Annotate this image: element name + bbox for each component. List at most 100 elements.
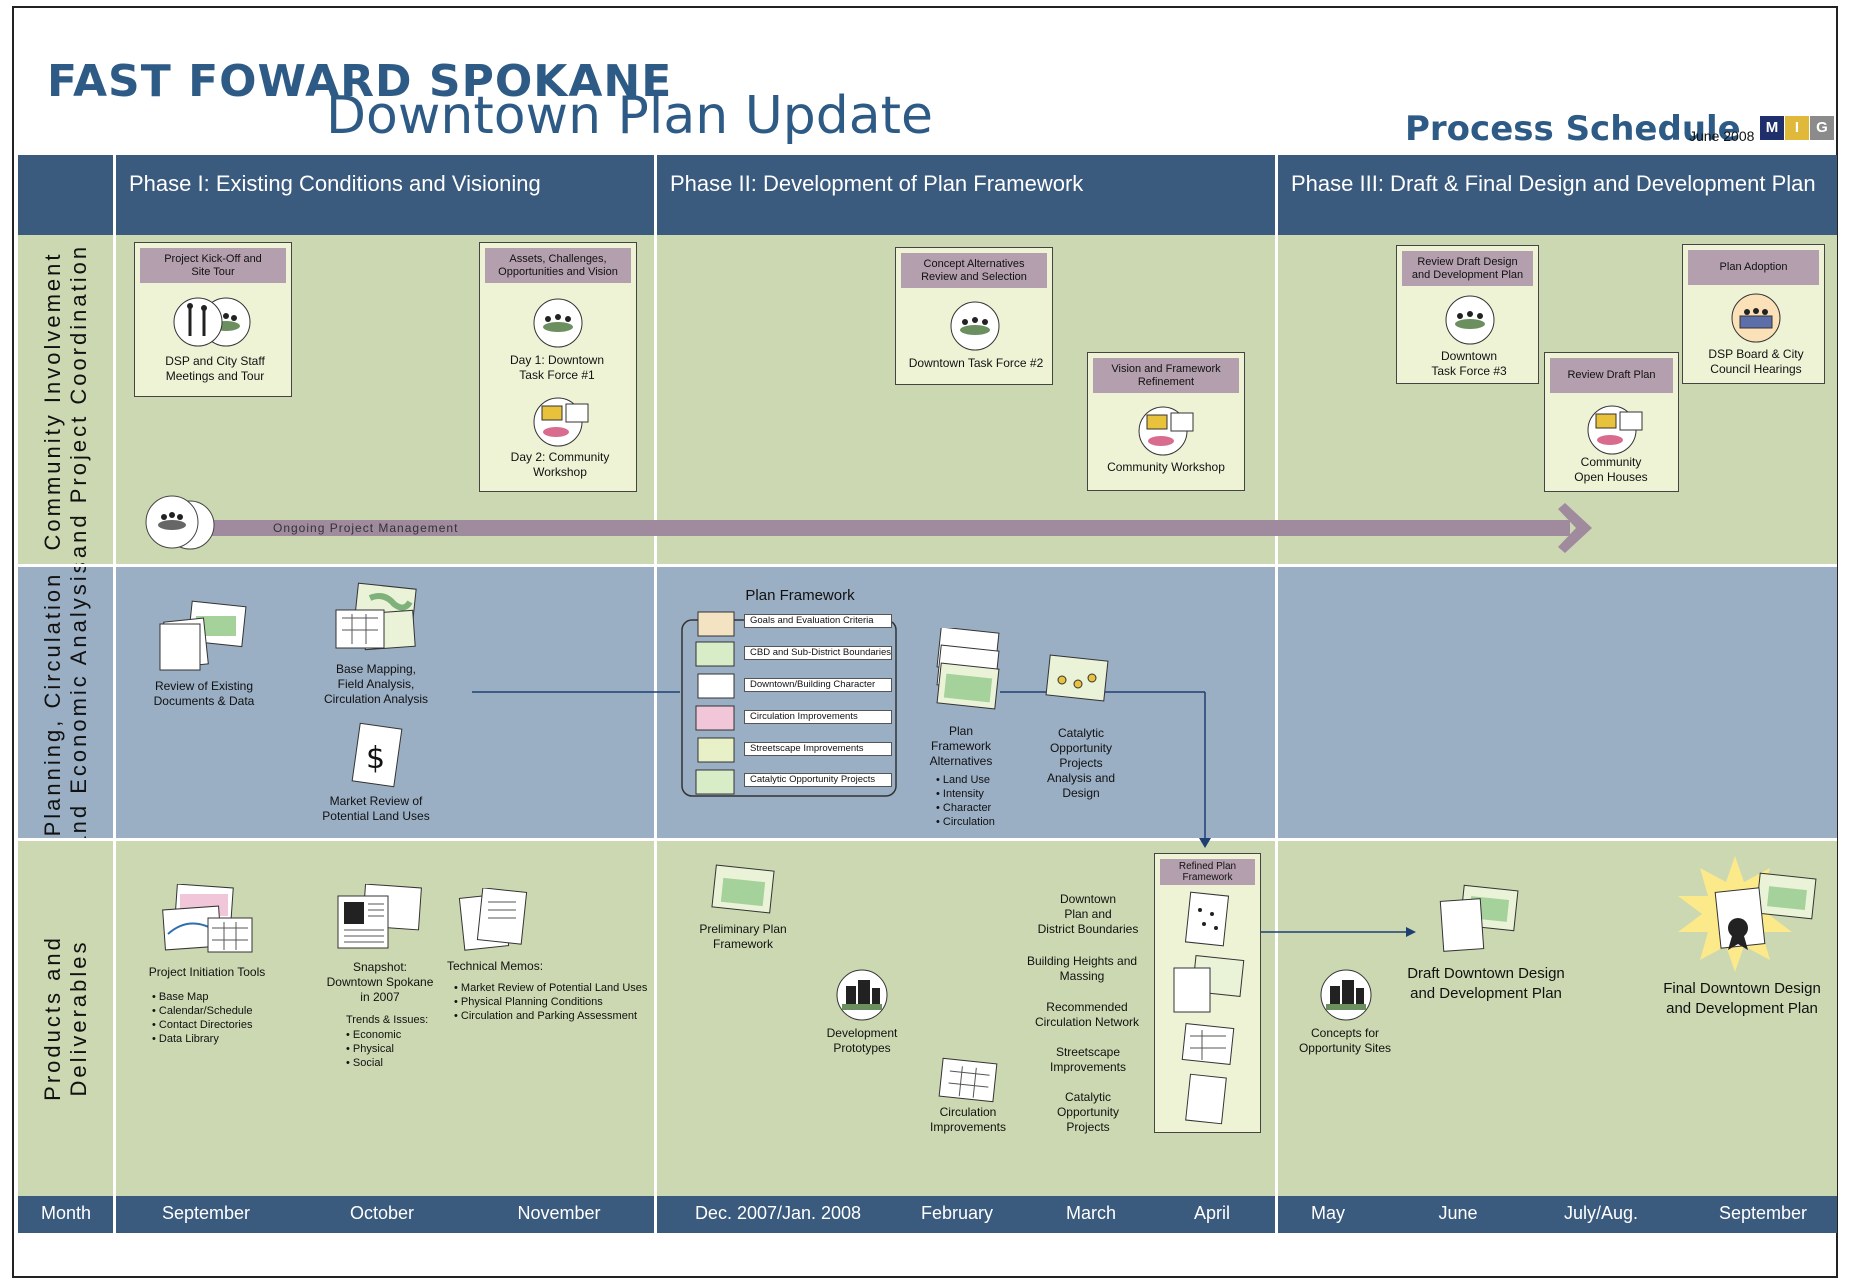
- month-label-cell: [18, 1196, 113, 1233]
- alternatives-bullets: • Land Use • Intensity • Character • Cir…: [936, 774, 995, 828]
- documents-icon: [159, 600, 247, 671]
- svg-text:$: $: [366, 741, 385, 776]
- memos-icon: [458, 888, 528, 951]
- pf-item-character: Downtown/Building Character: [744, 678, 892, 692]
- ongoing-arrow: [145, 495, 1592, 553]
- task-force-icon: [533, 298, 583, 348]
- pf-item-goals: Goals and Evaluation Criteria: [744, 614, 892, 628]
- meeting-tour-icon: [173, 297, 251, 347]
- open-house-icon: [1587, 405, 1643, 455]
- concept-caption: Downtown Task Force #2: [908, 356, 1044, 370]
- market-review-icon: $: [351, 722, 403, 788]
- schedule-date: June 2008: [1689, 128, 1755, 144]
- task-force-3-icon: [1445, 295, 1495, 345]
- phase-header-2: Phase II: Development of Plan Framework: [657, 155, 1275, 235]
- month-july-aug: July/Aug.: [1563, 1203, 1639, 1223]
- task-force-2-icon: [950, 301, 1000, 351]
- trends-title: Trends & Issues:: [346, 1014, 429, 1026]
- trends-bullets: • Economic • Physical • Social: [346, 1029, 402, 1069]
- refined-to-draft-arrow: [1260, 927, 1416, 937]
- box-adoption: Plan Adoption: [1682, 244, 1825, 384]
- row-separator-2: [18, 838, 1837, 841]
- initiation-icon: [162, 884, 253, 953]
- final-plan-icon: [1678, 856, 1817, 972]
- alternatives-icon: [936, 628, 1000, 710]
- month-september: September: [161, 1203, 251, 1223]
- row-separator-1: [18, 564, 1837, 567]
- title-main: FAST FOWARD SPOKANE: [47, 56, 673, 107]
- month-header-label: Month: [40, 1203, 92, 1223]
- month-september-2: September: [1718, 1203, 1808, 1223]
- month-march: March: [1065, 1203, 1117, 1223]
- concepts-icon: [1320, 969, 1372, 1021]
- page-frame: [12, 6, 1838, 1278]
- corner-cell: [18, 155, 113, 235]
- workshop-2-icon: [1138, 406, 1194, 456]
- title-sub: Downtown Plan Update: [326, 86, 934, 146]
- snapshot-icon: [337, 884, 422, 949]
- month-dec-jan: Dec. 2007/Jan. 2008: [694, 1203, 862, 1223]
- month-june: June: [1438, 1203, 1478, 1223]
- ongoing-label: Ongoing Project Management: [273, 521, 459, 535]
- schedule-label: Process Schedule: [1405, 109, 1741, 149]
- draft-plan-icon: [1439, 884, 1519, 952]
- prototypes-icon: [836, 969, 888, 1021]
- phase-header-3: Phase III: Draft & Final Design and Deve…: [1278, 155, 1837, 235]
- catalytic-icon: [1045, 654, 1109, 702]
- plan-framework-bracket: [681, 611, 897, 797]
- initiation-caption: Project Initiation Tools: [148, 965, 266, 979]
- box-assets: Assets, Challenges,Opportunities and Vis…: [479, 242, 637, 492]
- logo-letter-m: M: [1760, 116, 1784, 140]
- preliminary-icon: [711, 864, 775, 914]
- council-hearing-icon: [1731, 293, 1781, 343]
- months-phase-1: [116, 1196, 654, 1233]
- memos-title: Technical Memos:: [447, 959, 544, 973]
- months-phase-3: [1278, 1196, 1837, 1233]
- month-february: February: [920, 1203, 994, 1223]
- pf-item-catalytic: Catalytic Opportunity Projects: [744, 773, 892, 787]
- base-mapping-caption: Base Mapping,Field Analysis,Circulation …: [323, 662, 429, 706]
- base-map-icon: [335, 582, 417, 651]
- pf-item-streetscape: Streetscape Improvements: [744, 742, 892, 756]
- month-april: April: [1193, 1203, 1231, 1223]
- workshop-icon: [533, 397, 589, 447]
- label-separator: [113, 155, 116, 1233]
- month-november: November: [517, 1203, 601, 1223]
- refined-documents-icon: [1173, 891, 1245, 1125]
- circulation-icon: [938, 1057, 998, 1103]
- initiation-bullets: • Base Map • Calendar/Schedule • Contact…: [152, 991, 253, 1045]
- months-phase-2: [657, 1196, 1275, 1233]
- phase-separator-2: [1275, 155, 1278, 1233]
- logo-letter-g: G: [1810, 116, 1834, 140]
- phase-header-1: Phase I: Existing Conditions and Visioni…: [116, 155, 654, 235]
- vision-caption: Community Workshop: [1107, 460, 1225, 474]
- logo-letter-i: I: [1785, 116, 1809, 140]
- plan-framework-title: Plan Framework: [745, 587, 855, 604]
- month-october: October: [349, 1203, 415, 1223]
